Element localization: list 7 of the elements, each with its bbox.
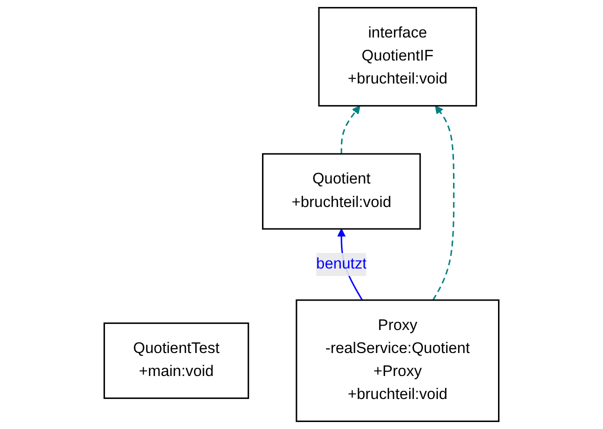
node-box: Quotient +bruchteil:void	[262, 153, 421, 230]
node-box: Proxy -realService:Quotient +Proxy +bruchteil:void	[296, 299, 500, 422]
edge-label: benutzt	[316, 256, 367, 272]
arrow	[432, 105, 454, 300]
node-box: interface QuotientIF +bruchteil:void	[318, 6, 478, 107]
node-box: QuotientTest +main:void	[104, 322, 250, 399]
arrow	[340, 105, 360, 154]
